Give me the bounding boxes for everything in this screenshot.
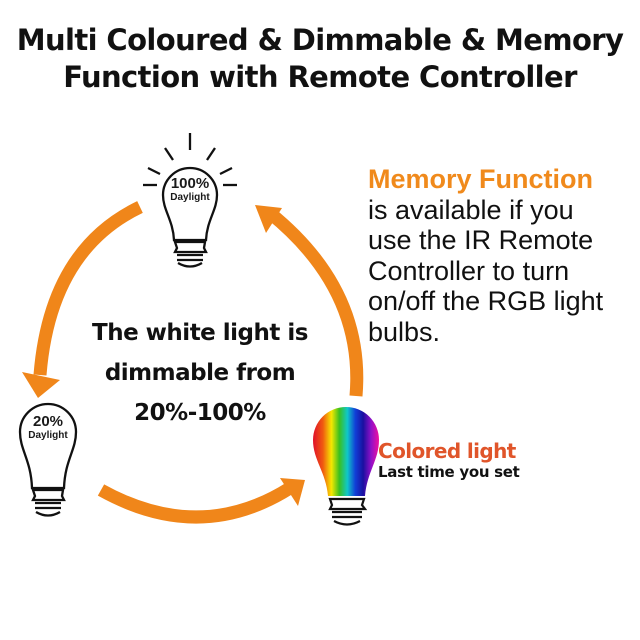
memory-function-heading: Memory Function — [368, 164, 594, 194]
memory-line: bulbs. — [368, 316, 441, 347]
title-line-1: Multi Coloured & Dimmable & Memory — [16, 23, 624, 57]
top-bulb-percent: 100% — [170, 175, 210, 192]
memory-function-block: Memory Function is available if you use … — [368, 164, 640, 347]
memory-line: on/off the RGB light — [368, 286, 604, 316]
arrow-right-to-top-icon — [255, 205, 364, 397]
memory-line: is available if you — [368, 194, 574, 225]
page-title: Multi Coloured & Dimmable & Memory Funct… — [0, 22, 640, 96]
top-bulb-label: 100% Daylight — [160, 176, 220, 204]
dimmable-line-1: The white light is — [92, 320, 308, 346]
rainbow-bulb-icon — [313, 407, 379, 526]
left-bulb-icon — [18, 402, 78, 517]
left-bulb-percent: 20% — [32, 413, 64, 430]
dimmable-line-2: dimmable from — [104, 360, 296, 386]
colored-light-block: Colored light Last time you set — [378, 439, 520, 481]
colored-light-heading: Colored light — [378, 439, 516, 463]
memory-line: Controller to turn — [368, 255, 570, 286]
top-bulb-icon — [143, 133, 237, 268]
title-line-2: Function with Remote Controller — [63, 60, 577, 94]
left-bulb-label: 20% Daylight — [18, 414, 78, 442]
memory-line: use the IR Remote — [368, 225, 594, 255]
left-bulb-daylight: Daylight — [28, 430, 68, 441]
colored-light-subtext: Last time you set — [378, 463, 520, 481]
dimmable-description: The white light is dimmable from 20%-100… — [70, 313, 330, 433]
dimmable-range: 20%-100% — [134, 400, 266, 426]
arrow-left-to-right-icon — [97, 478, 305, 524]
top-bulb-daylight: Daylight — [170, 192, 210, 203]
arrow-top-to-left-icon — [22, 201, 143, 398]
